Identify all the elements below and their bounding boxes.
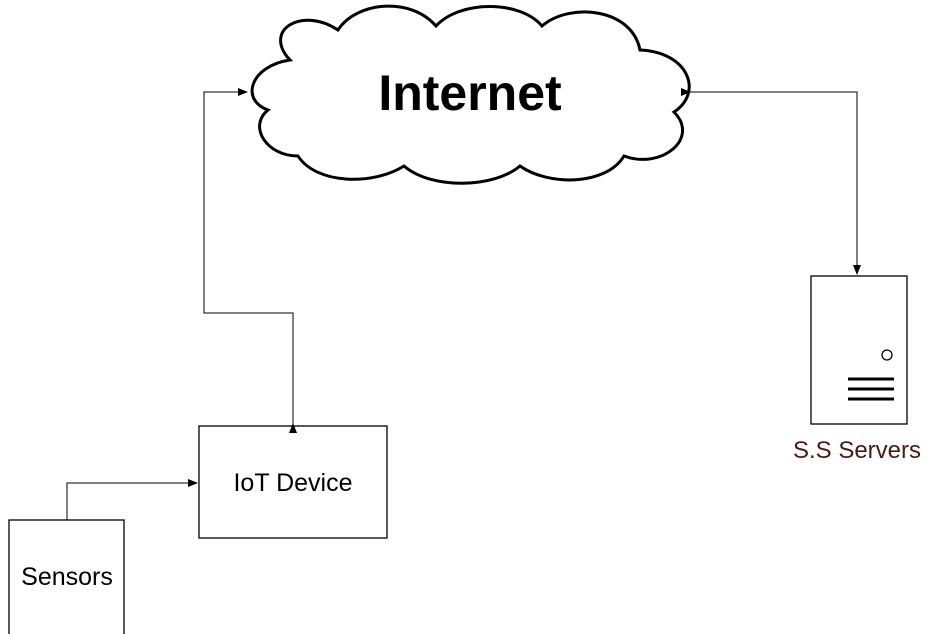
iot-device-label: IoT Device	[233, 469, 352, 497]
iot-device-box	[198, 425, 388, 539]
cloud-shape	[250, 4, 691, 185]
server-tower	[810, 275, 908, 425]
server-icon	[810, 275, 908, 425]
internet-cloud: Internet	[250, 4, 691, 185]
connector-iot-to-internet	[203, 88, 297, 433]
sensors-node: Sensors	[8, 519, 125, 634]
connector-internet-to-servers	[681, 88, 861, 275]
iot-device-node: IoT Device	[198, 425, 388, 539]
server-power-led	[881, 349, 893, 361]
servers-label: S.S Servers	[793, 437, 921, 464]
sensors-label: Sensors	[21, 563, 113, 591]
connector-sensors-to-iot	[66, 479, 198, 520]
sensors-box	[8, 519, 125, 634]
internet-label: Internet	[378, 65, 562, 121]
